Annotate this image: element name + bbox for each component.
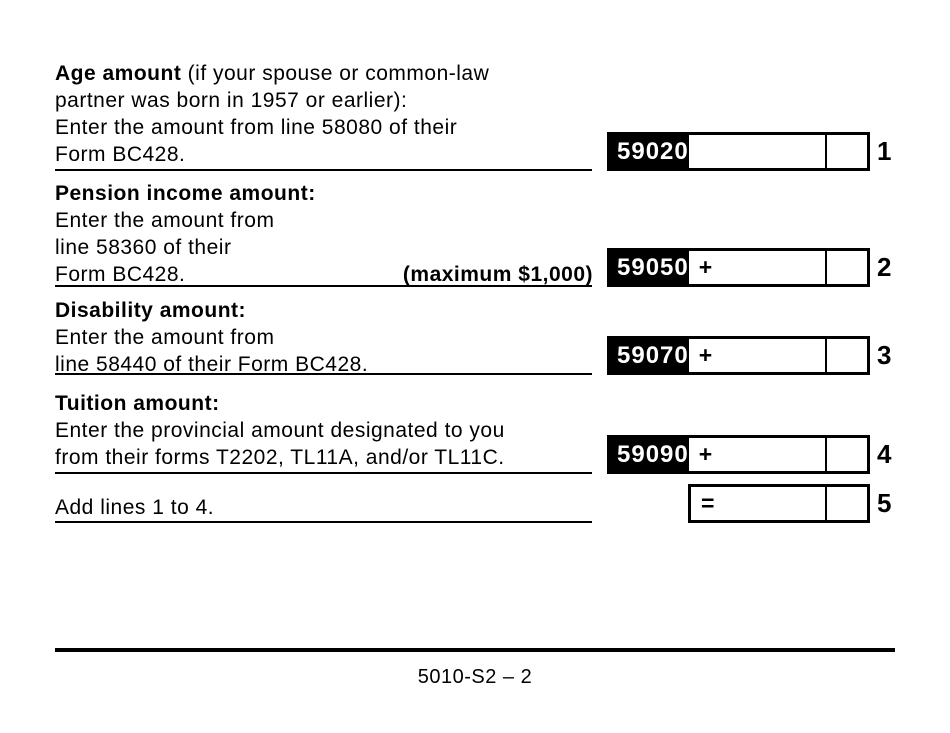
cents-box[interactable]	[825, 251, 867, 284]
section-heading: Pension income amount:	[55, 182, 316, 205]
amount-box[interactable]: =	[691, 487, 825, 520]
section-divider	[55, 472, 592, 474]
cents-box[interactable]	[825, 339, 867, 372]
cents-box[interactable]	[825, 487, 867, 520]
text-line: from their forms T2202, TL11A, and/or TL…	[55, 446, 505, 469]
amount-box[interactable]: +	[688, 339, 825, 372]
field-code-box: 59020	[610, 135, 689, 168]
field-row-59020: 59020	[607, 132, 870, 171]
plus-operator: +	[698, 254, 713, 280]
section-divider	[55, 373, 592, 375]
cents-box[interactable]	[825, 135, 867, 168]
page-number: 5010-S2 – 2	[417, 666, 533, 688]
amount-box[interactable]	[688, 135, 825, 168]
text-line: Enter the amount from	[55, 209, 275, 232]
line-number: 5	[877, 488, 892, 518]
maximum-note: (maximum $1,000)	[402, 263, 593, 286]
section-tuition-text: Tuition amount: Enter the provincial amo…	[55, 390, 593, 471]
field-row-59090: 59090 +	[607, 435, 870, 474]
line-number: 2	[877, 252, 892, 282]
field-code-box: 59050	[610, 251, 689, 284]
field-row-59050: 59050 +	[607, 248, 870, 287]
field-code-box: 59070	[610, 339, 689, 372]
equals-operator: =	[701, 490, 715, 516]
text-line: line 58440 of their Form BC428.	[55, 353, 369, 376]
text-line: Form BC428.(maximum $1,000)	[55, 263, 593, 286]
footer-rule	[55, 648, 895, 652]
plus-operator: +	[698, 441, 713, 467]
text-line: Age amount (if your spouse or common-law	[55, 62, 490, 85]
text-line: Form BC428.	[55, 143, 186, 166]
line-number: 4	[877, 439, 892, 469]
line-number: 3	[877, 340, 892, 370]
amount-box[interactable]: +	[688, 438, 825, 471]
section-total-text: Add lines 1 to 4.	[55, 494, 593, 521]
text-line: Enter the provincial amount designated t…	[55, 419, 505, 442]
field-code-box: 59090	[610, 438, 689, 471]
amount-box[interactable]: +	[688, 251, 825, 284]
line-number: 1	[877, 136, 892, 166]
section-heading: Disability amount:	[55, 299, 247, 322]
text-line: Add lines 1 to 4.	[55, 496, 215, 519]
text-line: line 58360 of their	[55, 236, 232, 259]
section-heading: Tuition amount:	[55, 392, 220, 415]
section-divider	[55, 169, 592, 171]
text-line: Enter the amount from line 58080 of thei…	[55, 116, 458, 139]
field-row-total: =	[688, 484, 870, 523]
text-line: Enter the amount from	[55, 326, 275, 349]
section-disability-text: Disability amount: Enter the amount from…	[55, 297, 593, 378]
text-line: partner was born in 1957 or earlier):	[55, 89, 408, 112]
section-heading: Age amount	[55, 62, 182, 85]
section-age-amount-text: Age amount (if your spouse or common-law…	[55, 60, 593, 168]
plus-operator: +	[698, 342, 713, 368]
field-row-59070: 59070 +	[607, 336, 870, 375]
section-pension-text: Pension income amount: Enter the amount …	[55, 180, 593, 288]
section-divider	[55, 285, 592, 287]
section-divider	[55, 521, 592, 523]
cents-box[interactable]	[825, 438, 867, 471]
